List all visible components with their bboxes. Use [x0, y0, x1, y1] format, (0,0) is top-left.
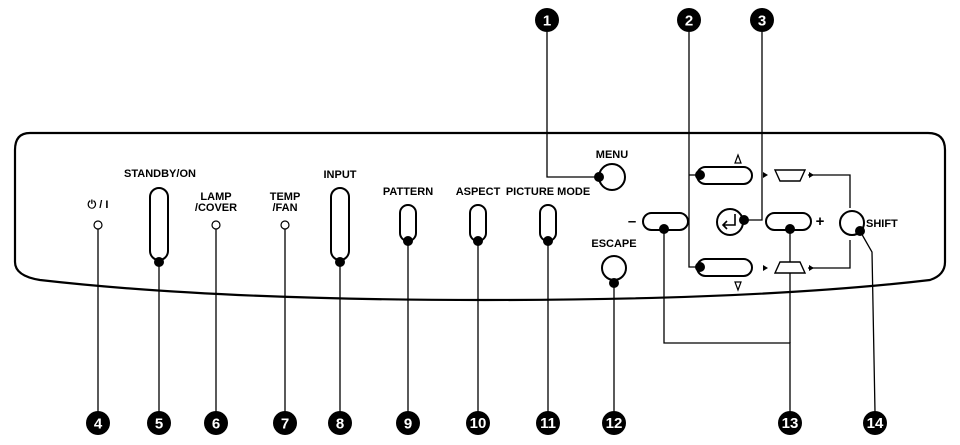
callout-6: 6 [204, 411, 228, 435]
callout-9: 9 [396, 411, 420, 435]
callout-1: 1 [535, 8, 559, 32]
escape-label: ESCAPE [591, 238, 636, 250]
svg-text:13: 13 [782, 415, 799, 432]
lamp-cover-label-line2: /COVER [195, 202, 237, 214]
svg-text:12: 12 [606, 415, 623, 432]
callout-11: 11 [536, 411, 560, 435]
svg-text:11: 11 [540, 415, 556, 432]
minus-label: – [628, 213, 636, 230]
enter-icon [721, 214, 736, 230]
power-symbol-label: ⏻ / I [88, 198, 109, 211]
callout-13: 13 [778, 411, 802, 435]
callout-12: 12 [602, 411, 626, 435]
standby-on-label: STANDBY/ON [124, 168, 196, 180]
shift-label: SHIFT [866, 218, 898, 230]
temp-fan-led [280, 220, 290, 230]
lamp-cover-label-line1: LAMP [200, 191, 231, 203]
escape-button[interactable] [601, 255, 627, 281]
svg-text:7: 7 [281, 416, 289, 433]
down-button[interactable] [696, 258, 753, 277]
callout-7: 7 [273, 411, 297, 435]
power-indicator-led [93, 220, 103, 230]
menu-label: MENU [596, 149, 628, 161]
svg-text:9: 9 [404, 416, 412, 433]
svg-text:5: 5 [155, 416, 163, 433]
panel-outline [13, 131, 947, 302]
svg-text:10: 10 [470, 415, 487, 432]
connector-dots [154, 170, 865, 288]
svg-text:8: 8 [336, 416, 344, 433]
svg-text:4: 4 [94, 416, 103, 433]
picture-mode-label: PICTURE MODE [506, 186, 590, 198]
standby-on-button[interactable] [149, 187, 169, 261]
keystone-top-icon [763, 169, 814, 182]
callouts: 1 2 3 4 5 6 7 8 9 10 11 12 13 14 [86, 8, 887, 435]
callout-2: 2 [677, 8, 701, 32]
svg-text:2: 2 [685, 13, 693, 30]
aspect-label: ASPECT [456, 186, 501, 198]
up-arrow-icon [734, 153, 742, 164]
svg-text:1: 1 [543, 13, 551, 30]
pattern-button[interactable] [399, 204, 417, 242]
input-label: INPUT [324, 169, 357, 181]
down-arrow-icon [734, 281, 742, 292]
picture-mode-button[interactable] [539, 204, 557, 242]
callout-10: 10 [466, 411, 490, 435]
keystone-bottom-icon [763, 261, 814, 274]
svg-text:3: 3 [758, 13, 766, 30]
callout-14: 14 [863, 411, 887, 435]
temp-fan-label-line2: /FAN [272, 202, 297, 214]
leader-lines [97, 32, 876, 413]
aspect-button[interactable] [469, 204, 487, 242]
plus-label: + [816, 213, 825, 230]
up-button[interactable] [696, 166, 753, 185]
svg-text:6: 6 [212, 416, 220, 433]
svg-text:14: 14 [867, 415, 884, 432]
callout-4: 4 [86, 411, 110, 435]
input-button[interactable] [330, 187, 350, 261]
temp-fan-label-line1: TEMP [270, 191, 301, 203]
callout-5: 5 [147, 411, 171, 435]
enter-button[interactable] [716, 208, 744, 236]
callout-3: 3 [750, 8, 774, 32]
pattern-label: PATTERN [383, 186, 433, 198]
lamp-cover-led [211, 220, 221, 230]
callout-8: 8 [328, 411, 352, 435]
